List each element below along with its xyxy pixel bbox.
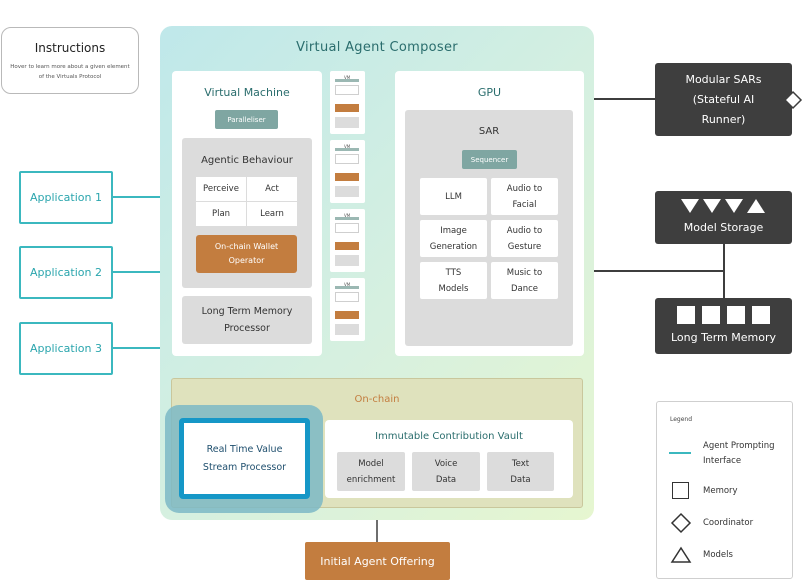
llm-label: LLM bbox=[445, 191, 462, 202]
long-term-memory-label: Long Term Memory bbox=[670, 331, 776, 344]
audio-to-facial-cell[interactable]: Audio to Facial bbox=[491, 178, 558, 215]
agentic-behaviour-title: Agentic Behaviour bbox=[201, 155, 293, 166]
model-enrichment-cell[interactable]: Model enrichment bbox=[337, 452, 405, 491]
paralleliser-tag[interactable]: Paralleliser bbox=[215, 110, 278, 129]
instructions-box: Instructions Hover to learn more about a… bbox=[1, 27, 139, 94]
application-2[interactable]: Application 2 bbox=[19, 246, 113, 299]
legend-label-coordinator: Coordinator bbox=[703, 518, 754, 528]
coordinator-diamond-icon bbox=[783, 90, 803, 110]
voice-data-label: Voice Data bbox=[434, 458, 458, 485]
long-term-memory-processor[interactable]: Long Term Memory Processor bbox=[182, 296, 312, 344]
vm-instance-1[interactable]: VM bbox=[330, 71, 365, 134]
image-generation-label: Image Generation bbox=[429, 225, 478, 252]
legend-label-models: Models bbox=[703, 550, 733, 560]
application-1[interactable]: Application 1 bbox=[19, 171, 113, 224]
legend-title: Legend bbox=[670, 416, 693, 423]
image-generation-cell[interactable]: Image Generation bbox=[420, 220, 487, 257]
memory-square-icon bbox=[727, 306, 745, 324]
sequencer-tag[interactable]: Sequencer bbox=[462, 150, 517, 169]
model-storage-label: Model Storage bbox=[683, 221, 764, 234]
square-icon bbox=[672, 482, 689, 499]
model-storage-box[interactable]: Model Storage bbox=[655, 191, 792, 244]
perceive-cell[interactable]: Perceive bbox=[196, 177, 246, 201]
tts-models-cell[interactable]: TTS Models bbox=[420, 262, 487, 299]
sar-title: SAR bbox=[478, 126, 500, 137]
composer-title: Virtual Agent Composer bbox=[296, 40, 458, 55]
voice-data-cell[interactable]: Voice Data bbox=[412, 452, 480, 491]
learn-cell[interactable]: Learn bbox=[247, 202, 297, 226]
music-to-dance-cell[interactable]: Music to Dance bbox=[491, 262, 558, 299]
initial-agent-offering[interactable]: Initial Agent Offering bbox=[305, 542, 450, 580]
vm-instance-3[interactable]: VM bbox=[330, 209, 365, 272]
vault-title: Immutable Contribution Vault bbox=[375, 431, 523, 442]
wallet-operator-label: On-chain Wallet Operator bbox=[214, 242, 279, 265]
vm-instance-2[interactable]: VM bbox=[330, 140, 365, 203]
vm-instance-label: VM bbox=[344, 213, 351, 218]
legend-label-agent-prompting: Agent Prompting Interface bbox=[703, 441, 775, 466]
llm-cell[interactable]: LLM bbox=[420, 178, 487, 215]
act-cell[interactable]: Act bbox=[247, 177, 297, 201]
legend-box: Legend Agent Prompting Interface Memory … bbox=[656, 401, 793, 579]
music-to-dance-label: Music to Dance bbox=[506, 267, 543, 294]
tts-models-label: TTS Models bbox=[438, 267, 469, 294]
wallet-operator-box[interactable]: On-chain Wallet Operator bbox=[196, 235, 297, 273]
text-data-cell[interactable]: Text Data bbox=[487, 452, 554, 491]
vm-instance-label: VM bbox=[344, 144, 351, 149]
vm-instance-label: VM bbox=[344, 282, 351, 287]
audio-to-gesture-cell[interactable]: Audio to Gesture bbox=[491, 220, 558, 257]
real-time-value-stream-processor[interactable]: Real Time Value Stream Processor bbox=[179, 418, 310, 499]
ltmp-label: Long Term Memory Processor bbox=[201, 306, 293, 334]
vm-instance-label: VM bbox=[344, 75, 351, 80]
gpu-title: GPU bbox=[477, 86, 502, 99]
audio-to-gesture-label: Audio to Gesture bbox=[506, 225, 543, 252]
audio-to-facial-label: Audio to Facial bbox=[506, 183, 543, 210]
virtual-machine-title: Virtual Machine bbox=[204, 86, 290, 99]
text-data-label: Text Data bbox=[510, 458, 531, 485]
long-term-memory-box[interactable]: Long Term Memory bbox=[655, 298, 792, 354]
instructions-title: Instructions bbox=[34, 41, 106, 55]
application-3[interactable]: Application 3 bbox=[19, 322, 113, 375]
rtv-label: Real Time Value Stream Processor bbox=[202, 443, 287, 473]
memory-square-icon bbox=[677, 306, 695, 324]
vm-instance-4[interactable]: VM bbox=[330, 278, 365, 341]
line-icon bbox=[669, 452, 691, 454]
plan-cell[interactable]: Plan bbox=[196, 202, 246, 226]
modular-sars-label: Modular SARs (Stateful AI Runner) bbox=[685, 72, 762, 126]
triangle-icon bbox=[670, 546, 692, 563]
onchain-title: On-chain bbox=[354, 394, 400, 405]
instructions-subtitle: Hover to learn more about a given elemen… bbox=[10, 64, 130, 80]
model-triangles-icon bbox=[681, 199, 765, 213]
memory-square-icon bbox=[752, 306, 770, 324]
legend-label-memory: Memory bbox=[703, 486, 738, 496]
memory-square-icon bbox=[702, 306, 720, 324]
diamond-icon bbox=[670, 512, 692, 534]
model-enrichment-label: Model enrichment bbox=[346, 458, 396, 485]
modular-sars-box[interactable]: Modular SARs (Stateful AI Runner) bbox=[655, 63, 792, 136]
